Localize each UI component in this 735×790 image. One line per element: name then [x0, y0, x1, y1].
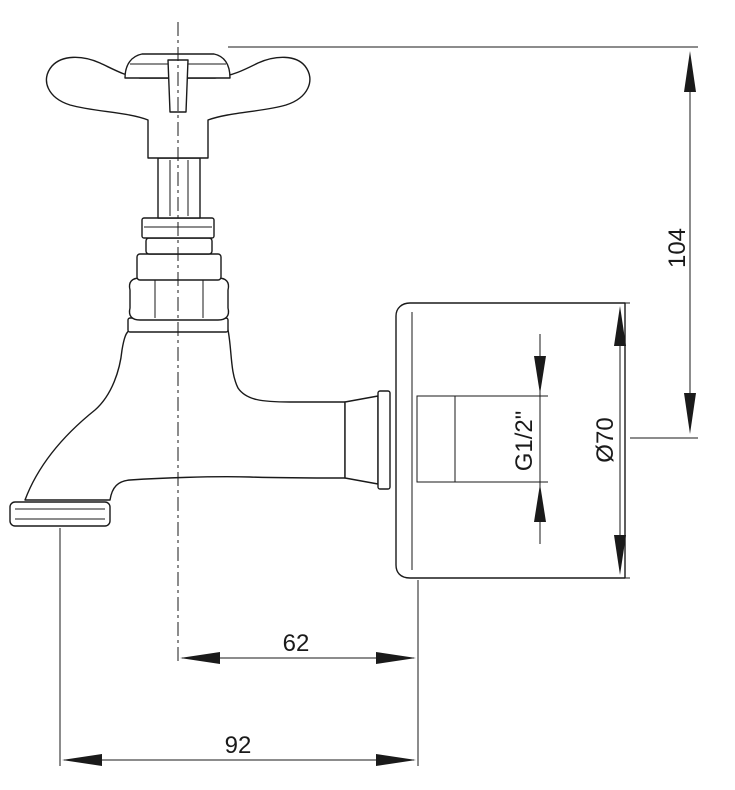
- arrow-62-right: [376, 652, 416, 664]
- arrow-62-left: [180, 652, 220, 664]
- wall-connector: [344, 395, 379, 485]
- hex-nut: [128, 277, 230, 321]
- arrow-height-top: [684, 51, 696, 92]
- spout-body: [24, 329, 346, 501]
- faucet-body: [9, 53, 626, 579]
- arrow-diameter-bottom: [614, 535, 626, 575]
- bonnet-top: [145, 237, 213, 255]
- wall-rosette: [395, 302, 626, 579]
- arrow-92-right: [376, 754, 416, 766]
- connector-ring: [377, 390, 391, 490]
- arrow-thread-bottom: [534, 484, 546, 522]
- dimension-axis-to-wall: 62: [180, 580, 419, 766]
- arrow-height-bottom: [684, 393, 696, 434]
- arrow-thread-top: [534, 356, 546, 394]
- arrow-92-left: [62, 754, 102, 766]
- bonnet: [136, 253, 222, 281]
- dimension-thread: G1/2": [455, 334, 548, 544]
- dimension-outer-diameter: Ø70: [412, 302, 630, 579]
- dimension-thread-label: G1/2": [511, 411, 538, 472]
- thread-section: [416, 395, 456, 483]
- dimension-height: 104: [228, 46, 698, 439]
- arrow-diameter-top: [614, 306, 626, 346]
- spindle: [157, 157, 201, 219]
- spout-outlet: [9, 501, 111, 527]
- dimension-height-label: 104: [664, 228, 691, 268]
- dimension-diameter-label: Ø70: [592, 417, 619, 462]
- dimension-92-label: 92: [225, 732, 252, 759]
- dimension-spout-to-wall: 92: [59, 528, 416, 766]
- dimension-62-label: 62: [283, 630, 310, 657]
